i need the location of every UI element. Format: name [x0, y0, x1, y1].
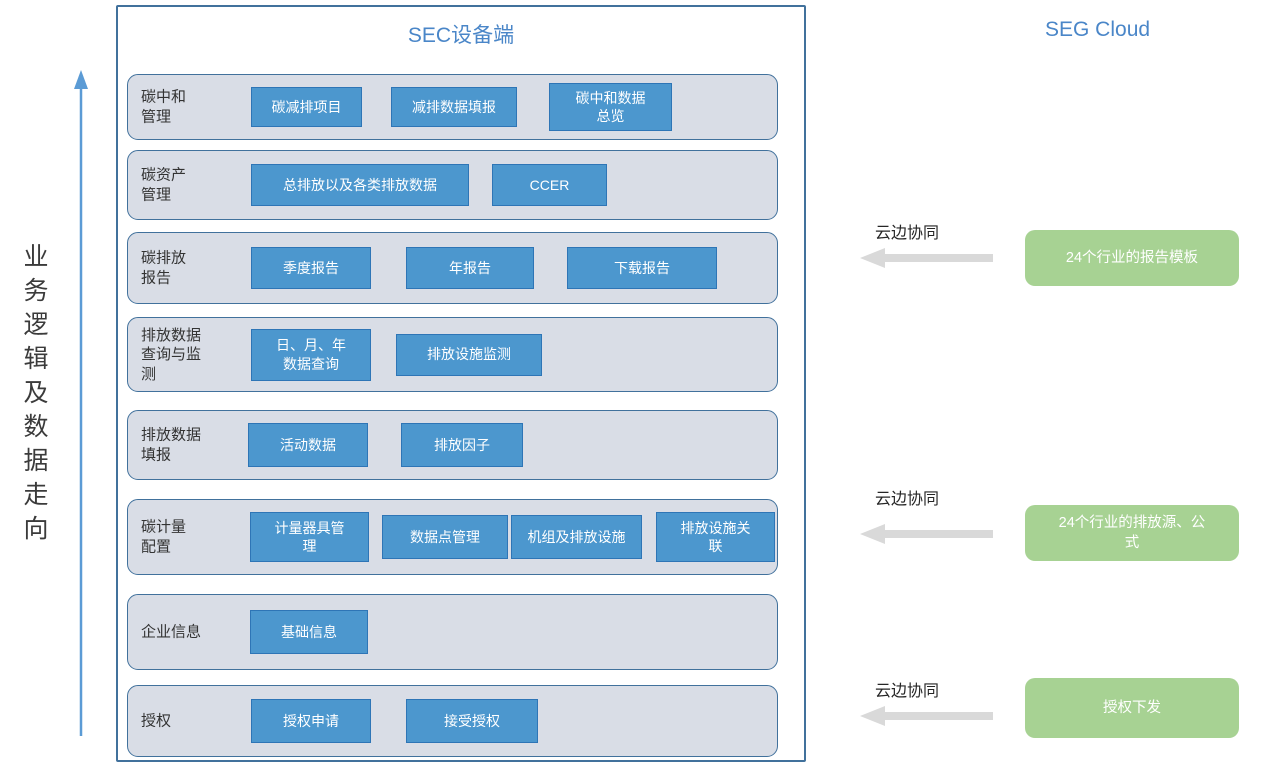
module-row-enterprise-info: 企业信息 基础信息 [127, 594, 778, 670]
feature-button: 总排放以及各类排放数据 [251, 164, 469, 206]
seg-cloud-title: SEG Cloud [1045, 18, 1151, 41]
left-arrow-icon [860, 706, 993, 726]
feature-button: 接受授权 [406, 699, 538, 743]
flow-up-arrow-icon [74, 70, 88, 736]
feature-button: 季度报告 [251, 247, 371, 289]
module-row-carbon-neutral-management: 碳中和 管理 碳减排项目 减排数据填报 碳中和数据 总览 [127, 74, 778, 140]
feature-button: 排放因子 [401, 423, 523, 467]
feature-button: 活动数据 [248, 423, 368, 467]
module-row-carbon-emission-report: 碳排放 报告 季度报告 年报告 下载报告 [127, 232, 778, 304]
feature-button: 授权申请 [251, 699, 371, 743]
cloud-capability-box-report-templates: 24个行业的报告模板 [1025, 230, 1239, 286]
cloud-capability-box-emission-sources-formulas: 24个行业的排放源、公 式 [1025, 505, 1239, 561]
module-row-label: 排放数据 查询与监 测 [141, 326, 202, 383]
sec-device-panel-title: SEC设备端 [407, 24, 515, 47]
module-row-label: 碳中和 管理 [141, 88, 187, 126]
module-row-carbon-asset-management: 碳资产 管理 总排放以及各类排放数据 CCER [127, 150, 778, 220]
module-row-label: 碳计量 配置 [141, 518, 187, 556]
module-row-label: 企业信息 [141, 623, 202, 641]
feature-button: 日、月、年 数据查询 [251, 328, 371, 381]
sec-device-panel: SEC设备端 碳中和 管理 碳减排项目 减排数据填报 碳中和数据 总览 碳资产 … [116, 5, 806, 762]
module-row-emission-data-reporting: 排放数据 填报 活动数据 排放因子 [127, 410, 778, 480]
module-row-authorization: 授权 授权申请 接受授权 [127, 685, 778, 757]
feature-button: 碳中和数据 总览 [549, 83, 672, 131]
cloud-capability-box-authorization-issue: 授权下发 [1025, 678, 1239, 738]
flow-direction-label: 业务逻辑及数据走向 [20, 243, 48, 549]
module-row-label: 碳排放 报告 [141, 249, 187, 287]
feature-button: 机组及排放设施 [511, 515, 642, 559]
feature-button: 排放设施关 联 [656, 512, 775, 562]
cloud-edge-sync-label: 云边协同 [875, 491, 940, 508]
left-arrow-icon [860, 524, 993, 544]
feature-button: 下载报告 [567, 247, 717, 289]
cloud-edge-sync-label: 云边协同 [875, 225, 940, 242]
cloud-edge-sync-label: 云边协同 [875, 683, 940, 700]
feature-button: 年报告 [406, 247, 534, 289]
feature-button: CCER [492, 164, 607, 206]
feature-button: 基础信息 [250, 610, 368, 654]
module-row-emission-data-query-monitoring: 排放数据 查询与监 测 日、月、年 数据查询 排放设施监测 [127, 317, 778, 392]
feature-button: 碳减排项目 [251, 87, 362, 127]
module-row-carbon-metering-config: 碳计量 配置 计量器具管 理 数据点管理 机组及排放设施 排放设施关 联 [127, 499, 778, 575]
feature-button: 减排数据填报 [391, 87, 517, 127]
module-row-label: 排放数据 填报 [141, 426, 202, 464]
feature-button: 计量器具管 理 [250, 512, 369, 562]
left-arrow-icon [860, 248, 993, 268]
feature-button: 排放设施监测 [396, 333, 542, 376]
feature-button: 数据点管理 [382, 515, 508, 559]
module-row-label: 授权 [141, 712, 172, 730]
module-row-label: 碳资产 管理 [141, 166, 187, 204]
